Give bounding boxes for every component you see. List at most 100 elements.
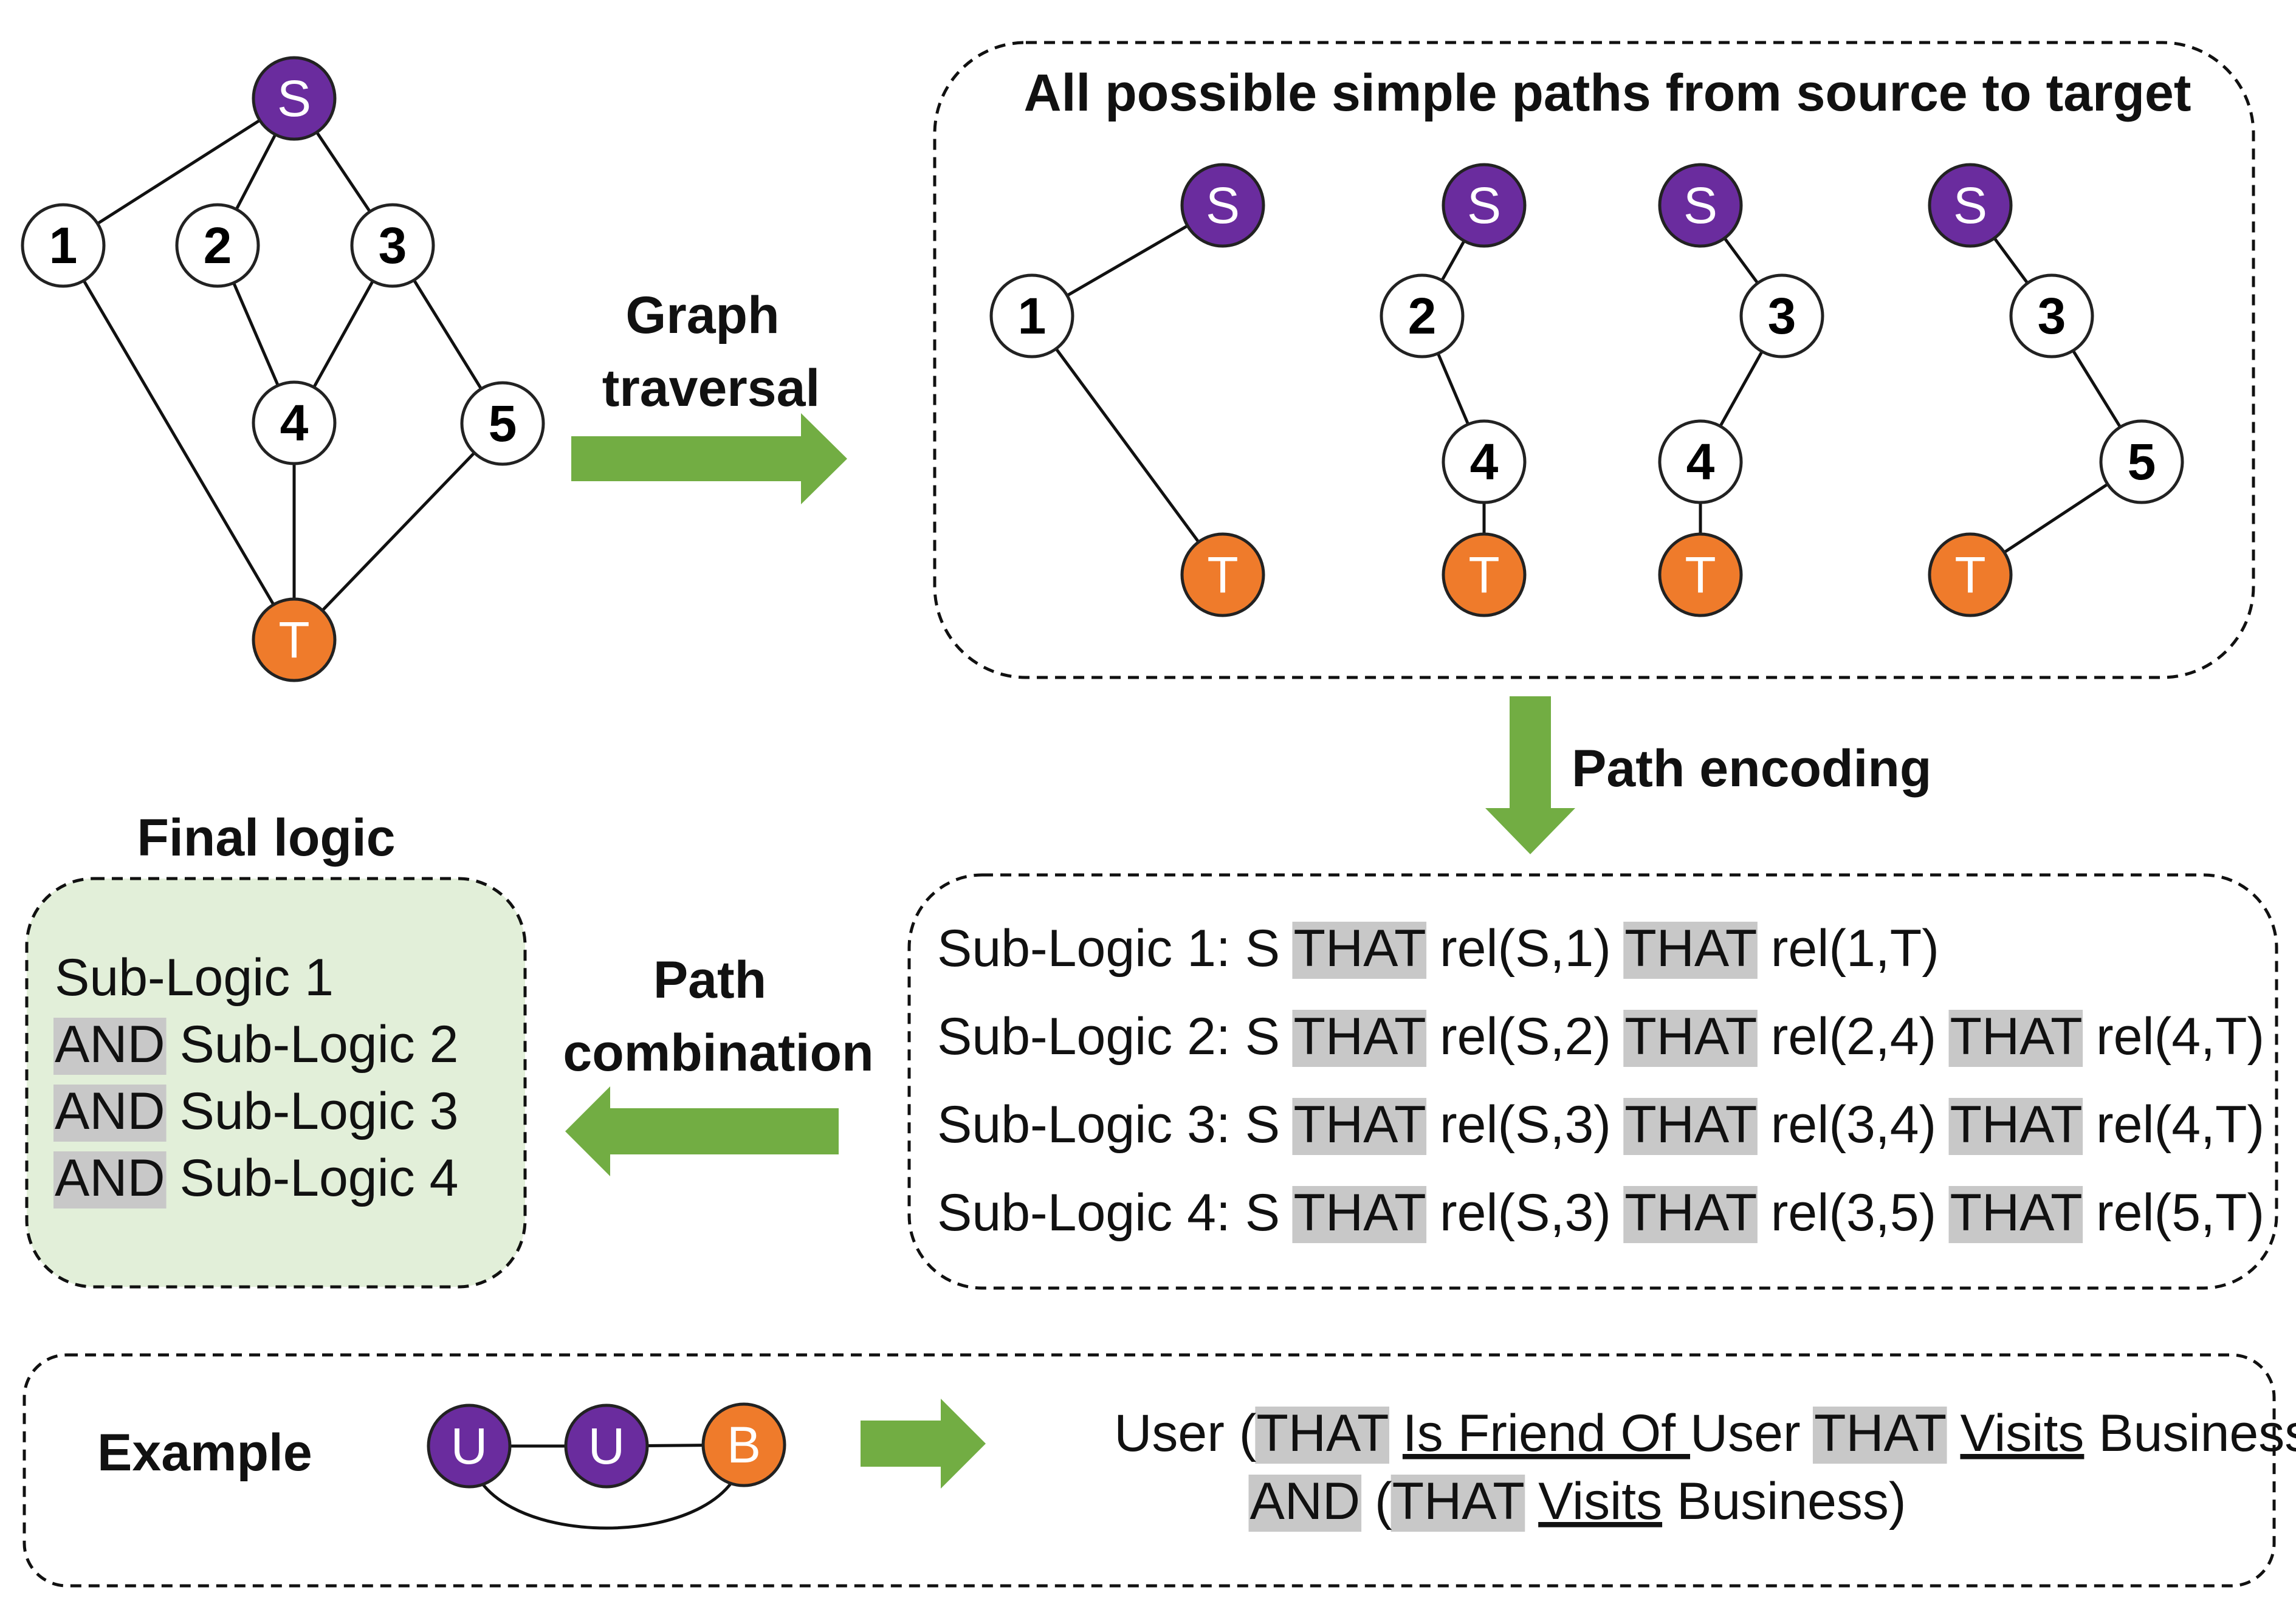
that-keyword: THAT <box>1293 1007 1425 1066</box>
that-keyword: THAT <box>1624 1007 1756 1066</box>
path-4-node-s: S <box>1928 163 2013 248</box>
svg-text:S: S <box>277 70 311 127</box>
relation-token: rel(S,1) <box>1425 919 1624 978</box>
combination-arrow <box>565 1086 839 1176</box>
example-line-1: User (THAT Is Friend Of User THAT Visits… <box>1012 1404 2296 1462</box>
that-keyword: THAT <box>1624 919 1756 978</box>
combination-label-line2: combination <box>563 1024 873 1082</box>
keyword-highlight <box>1623 922 1758 979</box>
keyword-highlight <box>53 1085 167 1142</box>
paths-box-border <box>933 41 2255 679</box>
svg-text:S: S <box>1206 177 1240 234</box>
that-keyword: THAT <box>1624 1095 1756 1154</box>
relation-token: rel(4,T) <box>2081 1007 2264 1066</box>
svg-text:4: 4 <box>1686 433 1715 490</box>
encoding-label: Path encoding <box>1572 739 1931 798</box>
example-node-user-1: U <box>427 1404 512 1489</box>
path-2-node-s: S <box>1442 163 1527 248</box>
keyword-highlight <box>1292 1010 1427 1067</box>
keyword-highlight <box>1390 1475 1525 1532</box>
combination-label-line1: Path <box>653 951 766 1009</box>
path-2-node-4: 4 <box>1442 419 1527 504</box>
path-3-node-4: 4 <box>1658 419 1743 504</box>
svg-text:1: 1 <box>49 217 78 274</box>
sub-logic-row-2: Sub-Logic 2: S THAT rel(S,2) THAT rel(2,… <box>937 1007 2264 1066</box>
relation-token: rel(3,4) <box>1756 1095 1950 1154</box>
that-keyword: THAT <box>1950 1095 2082 1154</box>
example-loop-edge <box>467 1445 746 1530</box>
example-box-border <box>22 1353 2276 1588</box>
svg-text:U: U <box>451 1417 488 1475</box>
keyword-highlight <box>53 1151 167 1208</box>
node-target: T <box>252 597 337 682</box>
keyword-highlight <box>1292 1186 1427 1243</box>
svg-text:3: 3 <box>379 217 407 274</box>
keyword-highlight <box>1248 1475 1362 1532</box>
sub-logic-prefix: Sub-Logic 4: S <box>937 1184 1293 1242</box>
sub-logic-prefix: Sub-Logic 2: S <box>937 1007 1293 1066</box>
keyword-highlight <box>1623 1010 1758 1067</box>
encoding-arrow <box>1485 696 1575 854</box>
example-line-2: AND (THAT Visits Business) <box>1151 1472 1979 1531</box>
svg-text:4: 4 <box>280 394 309 451</box>
svg-text:T: T <box>1207 546 1238 603</box>
keyword-highlight <box>1948 1098 2083 1155</box>
path-1-node-s: S <box>1180 163 1265 248</box>
svg-text:3: 3 <box>1768 287 1796 345</box>
keyword-highlight <box>1255 1407 1389 1464</box>
relation-token: rel(3,5) <box>1756 1184 1950 1242</box>
keyword-highlight <box>1812 1407 1947 1464</box>
example-node-business: B <box>701 1402 786 1487</box>
sub-logic-prefix: Sub-Logic 3: S <box>937 1095 1293 1154</box>
keyword-highlight <box>1948 1010 2083 1067</box>
sub-logic-rows: Sub-Logic 1: S THAT rel(S,1) THAT rel(1,… <box>937 919 2264 1243</box>
sub-logic-ref: Sub-Logic 2 <box>165 1015 459 1074</box>
example-that-1: THAT <box>1256 1404 1388 1462</box>
traversal-arrow <box>571 413 847 504</box>
sub-logic-ref: Sub-Logic 4 <box>165 1149 459 1207</box>
svg-text:1: 1 <box>1018 287 1047 345</box>
relation-token: rel(1,T) <box>1756 919 1939 978</box>
relation-token: rel(S,2) <box>1425 1007 1624 1066</box>
keyword-highlight <box>1948 1186 2083 1243</box>
path-4-node-t: T <box>1928 532 2013 617</box>
svg-text:2: 2 <box>1408 287 1437 345</box>
example-node-user-2: U <box>564 1404 649 1489</box>
and-keyword: AND <box>55 1082 165 1140</box>
example-that-2: THAT <box>1814 1404 1946 1462</box>
example-rel-visits-1: Visits <box>1960 1404 2084 1462</box>
path-3: S 3 4 T <box>1658 163 1824 617</box>
node-4: 4 <box>252 380 337 465</box>
example-box: Example U U B User (THAT Is Friend Of Us… <box>22 1353 2296 1588</box>
path-2-node-2: 2 <box>1380 273 1465 358</box>
sub-logic-row-1: Sub-Logic 1: S THAT rel(S,1) THAT rel(1,… <box>937 919 1939 978</box>
that-keyword: THAT <box>1293 919 1425 978</box>
that-keyword: THAT <box>1293 1184 1425 1242</box>
node-5: 5 <box>460 381 545 466</box>
path-1-node-t: T <box>1180 532 1265 617</box>
combination-arrow-group: Path combination <box>563 951 874 1176</box>
example-label: Example <box>97 1424 312 1482</box>
that-keyword: THAT <box>1950 1184 2082 1242</box>
relation-token: rel(4,T) <box>2081 1095 2264 1154</box>
final-logic: Final logic Sub-Logic 1 AND Sub-Logic 2A… <box>25 809 527 1289</box>
traversal-label-line1: Graph <box>625 286 779 345</box>
relation-token: rel(S,3) <box>1425 1095 1624 1154</box>
example-arrow <box>861 1399 986 1489</box>
edge-s-1 <box>62 97 295 247</box>
sub-logic-box-border <box>907 873 2278 1290</box>
sub-logic-ref: Sub-Logic 3 <box>165 1082 459 1140</box>
svg-text:2: 2 <box>204 217 232 274</box>
svg-text:T: T <box>1468 546 1499 603</box>
example-rel-friend: Is Friend Of <box>1403 1404 1690 1462</box>
final-logic-line-1: Sub-Logic 1 <box>55 948 334 1007</box>
final-logic-line-2: AND Sub-Logic 2 <box>55 1015 458 1074</box>
final-logic-title: Final logic <box>137 809 395 867</box>
svg-text:S: S <box>1683 177 1717 234</box>
final-logic-line-4: AND Sub-Logic 4 <box>55 1149 458 1207</box>
final-logic-rows: AND Sub-Logic 2 AND Sub-Logic 3 AND Sub-Lo… <box>53 1015 458 1208</box>
that-keyword: THAT <box>1950 1007 2082 1066</box>
source-graph: S 1 2 3 4 5 T <box>21 56 545 682</box>
svg-text:S: S <box>1953 177 1987 234</box>
